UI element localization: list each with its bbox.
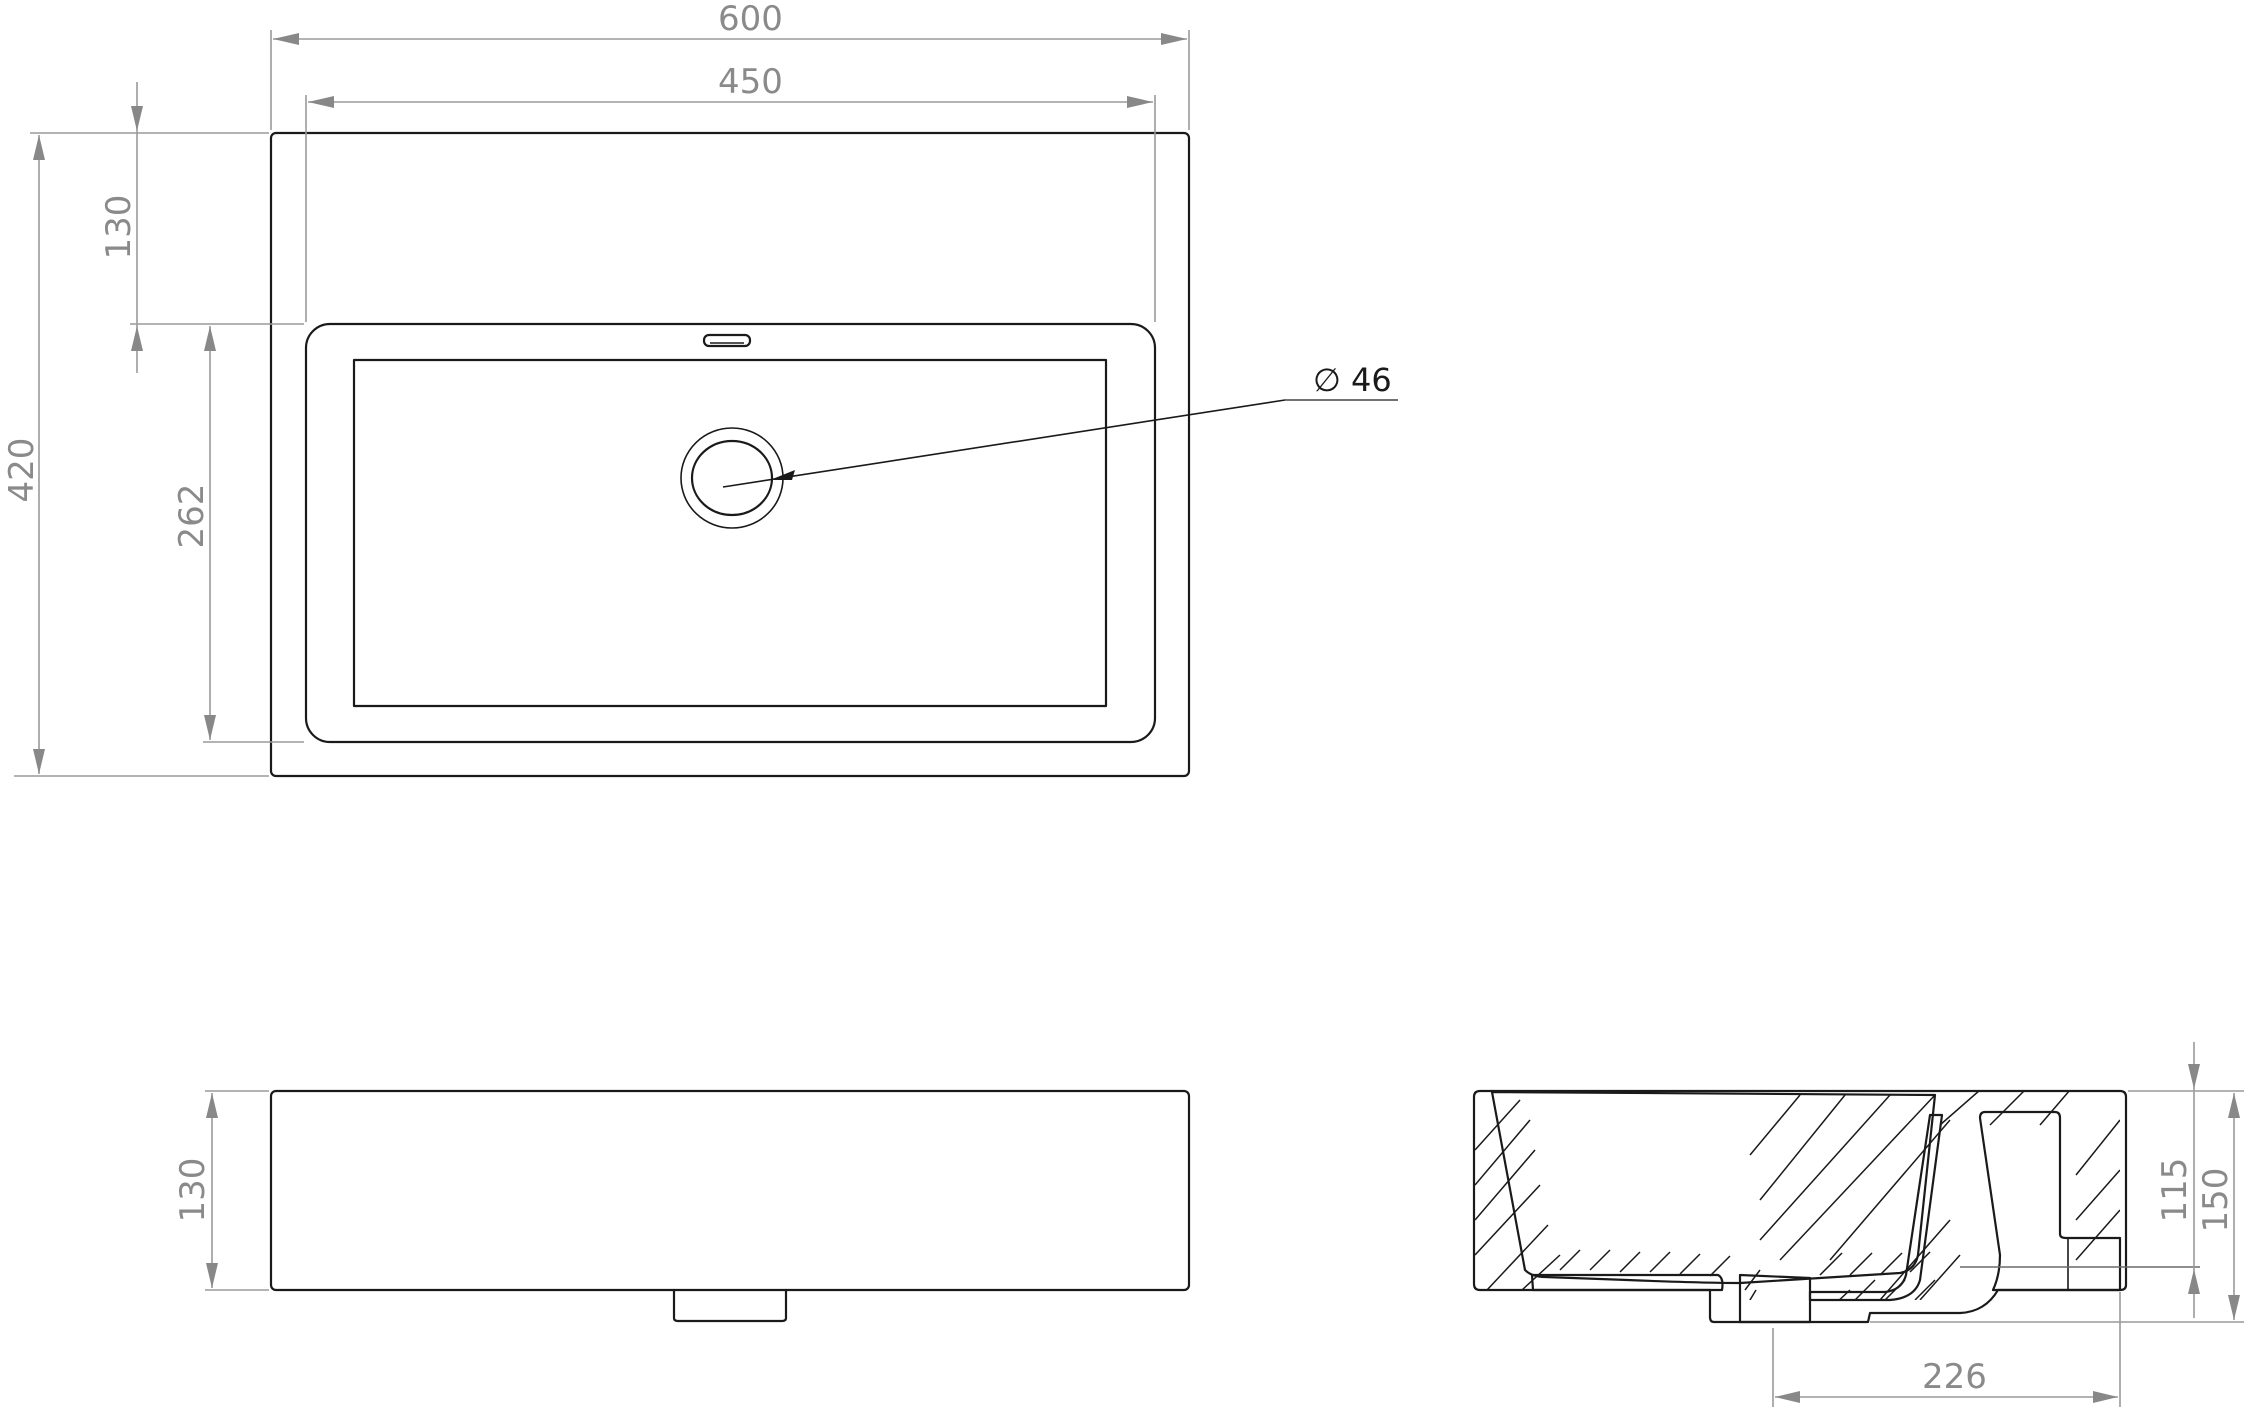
overflow-slot: [702, 333, 752, 348]
dim-section-inner-height: 115: [2155, 1158, 2195, 1223]
section-view: 115 150 226: [1472, 1042, 2244, 1407]
inner-cavity: [1978, 1110, 2122, 1292]
dim-overall-width: 600: [718, 0, 783, 39]
basin-bottom: [352, 358, 1108, 708]
lower-channel: [1530, 1273, 1724, 1292]
dim-overall-depth: 420: [2, 438, 42, 503]
basin-outline-front: [269, 1089, 1191, 1292]
dim-drain-offset: 226: [1922, 1357, 1987, 1397]
section-hatching: [1475, 1090, 2120, 1300]
top-view: ∅ 46 600 450 420 130 262: [2, 0, 1398, 778]
leader-arrowhead: [770, 470, 795, 480]
drain-diameter-label: ∅ 46: [1313, 361, 1392, 399]
dim-basin-width: 450: [718, 62, 783, 102]
dim-basin-depth: 262: [172, 484, 212, 549]
dim-section-overall-height: 150: [2196, 1168, 2236, 1233]
dim-front-height: 130: [173, 1158, 213, 1223]
drain-inner-ring: [690, 439, 774, 517]
section-outline: [1472, 1089, 2128, 1324]
drain-outer-ring: [680, 427, 784, 529]
basin-rim: [304, 322, 1157, 744]
bowl-cavity: [1490, 1090, 1937, 1285]
dim-back-ledge: 130: [99, 195, 139, 260]
front-view: 130: [173, 1089, 1191, 1323]
drain-leader-line: [722, 399, 1398, 488]
drain-tail: [672, 1288, 788, 1323]
basin-outline-top: [269, 131, 1191, 778]
